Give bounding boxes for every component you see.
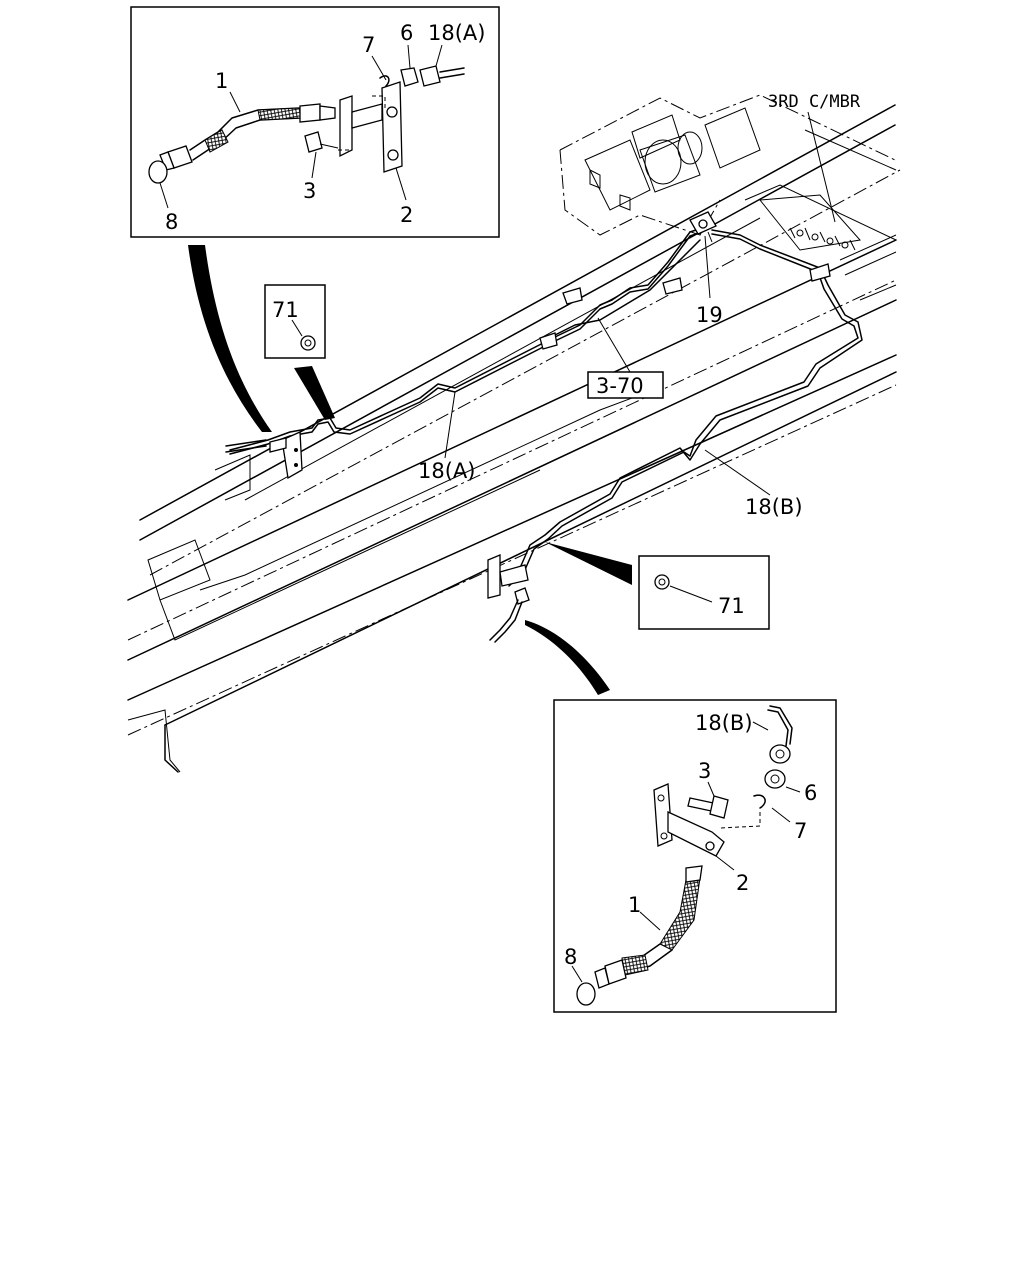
top-inset-pointer (188, 245, 272, 432)
top-inset-label-clip: 7 (362, 33, 375, 57)
ref-box (587, 371, 664, 399)
pipe-clips (539, 263, 831, 350)
bottom-inset-label-seal: 8 (564, 945, 577, 969)
top-inset: 1 7 6 18(A) 3 2 8 (130, 6, 500, 238)
bottom-inset: 18(B) 3 6 7 2 1 8 (553, 699, 837, 1013)
top-inset-label-pipe: 18(A) (428, 21, 485, 45)
top-inset-label-bracket: 2 (400, 203, 413, 227)
small-box-right-label: 71 (718, 594, 745, 618)
small-box-right-pointer (545, 542, 632, 585)
label-pipe-b: 18(B) (745, 495, 803, 519)
left-hose-bracket (225, 431, 303, 480)
bottom-inset-label-pipe: 18(B) (695, 711, 753, 735)
transmission-area (559, 94, 897, 301)
right-hose-bracket (487, 554, 530, 643)
bottom-inset-label-hose: 1 (628, 893, 641, 917)
top-inset-label-nut: 6 (400, 21, 413, 45)
top-inset-label-hose: 1 (215, 69, 228, 93)
label-crossmember: 3RD C/MBR (768, 92, 861, 112)
label-ref-box: 3-70 (596, 374, 644, 398)
bottom-inset-pointer (525, 620, 610, 695)
three-way-junction (689, 211, 717, 243)
small-box-left-label: 71 (272, 298, 299, 322)
bottom-inset-label-clip: 7 (794, 819, 807, 843)
label-pipe-a: 18(A) (418, 459, 475, 483)
bottom-inset-label-bracket: 2 (736, 871, 749, 895)
brake-pipe-18b (504, 229, 863, 587)
small-box-right: 71 (638, 555, 770, 630)
main-labels: 3RD C/MBR 19 3-70 18(A) 18(B) (418, 92, 861, 519)
brake-pipe-18a (229, 227, 703, 455)
bottom-inset-label-bolt: 3 (698, 759, 711, 783)
bottom-inset-label-nut: 6 (804, 781, 817, 805)
frame-rails (127, 104, 901, 773)
top-inset-label-seal: 8 (165, 210, 178, 234)
small-box-left-pointer (294, 366, 335, 420)
small-box-left: 71 (264, 284, 326, 359)
top-inset-label-bolt: 3 (303, 179, 316, 203)
label-junction: 19 (696, 303, 723, 327)
